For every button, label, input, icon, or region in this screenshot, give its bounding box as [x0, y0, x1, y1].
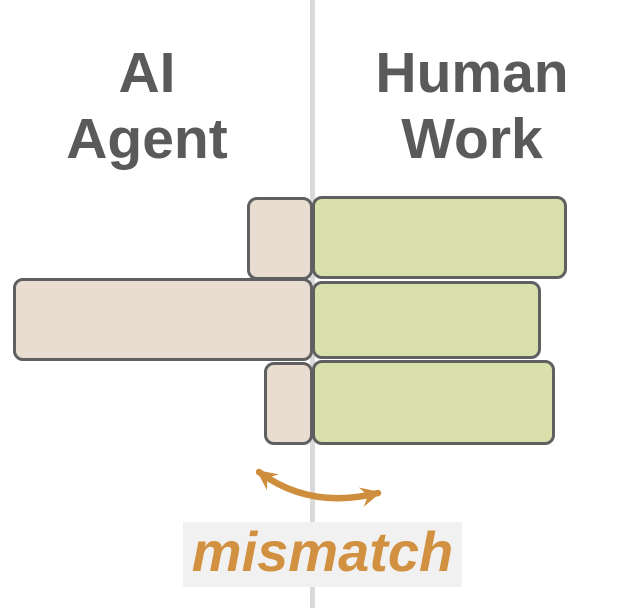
mismatch-arrow-curve [255, 468, 382, 507]
ai-agent-heading: AI Agent [32, 40, 262, 172]
human-work-heading-line2: Work [401, 107, 543, 171]
bar-ai-row2 [13, 278, 313, 361]
bar-human-row1 [312, 196, 567, 279]
bar-human-row2 [312, 281, 541, 359]
bar-human-row3 [312, 360, 555, 445]
mismatch-label-box: mismatch [183, 522, 462, 587]
bar-ai-row1 [247, 197, 313, 280]
ai-agent-heading-line1: AI [118, 41, 176, 105]
mismatch-label: mismatch [191, 519, 454, 583]
ai-agent-heading-line2: Agent [66, 107, 228, 171]
bar-ai-row3 [264, 362, 313, 445]
human-work-heading: Human Work [352, 40, 592, 172]
human-work-heading-line1: Human [375, 41, 569, 105]
